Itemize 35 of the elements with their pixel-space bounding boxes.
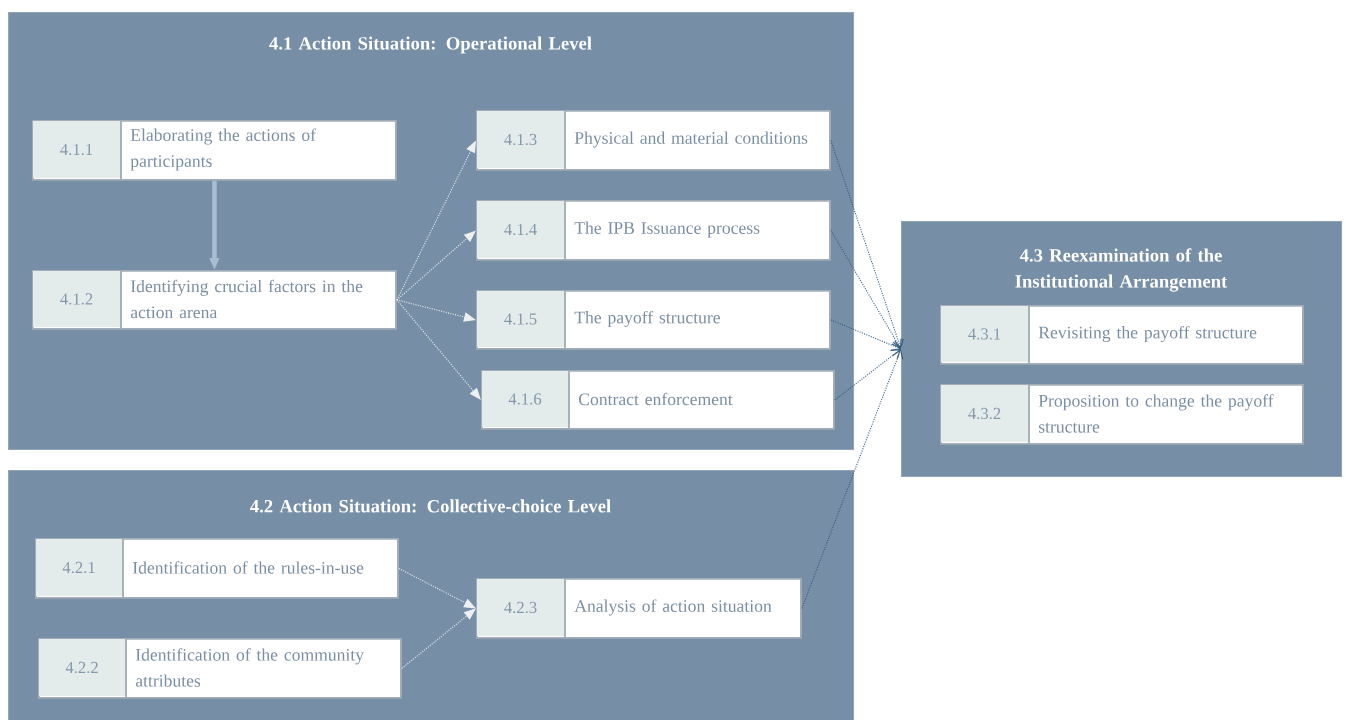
item-label: Identification of the community attributes [135, 648, 364, 687]
item-number: 4.3.1 [968, 328, 1001, 340]
item-number: 4.1.3 [504, 133, 537, 146]
panel-title: 4.3 Reexamination of the Institutional Arrangement [1015, 248, 1228, 292]
item-number: 4.2.3 [504, 601, 537, 614]
arrow [830, 229, 902, 350]
panel-title: 4.2 Action Situation: Collective-choice Level [250, 499, 611, 513]
item-number: 4.2.1 [62, 561, 95, 574]
item-label: Revisiting the payoff structure [1038, 325, 1257, 343]
item-number: 4.2.2 [65, 661, 98, 674]
item-number: 4.1.4 [504, 223, 537, 236]
panel-title: 4.1 Action Situation: Operational Level [269, 36, 592, 54]
item-label: Contract enforcement [579, 392, 733, 406]
item-label: Identifying crucial factors in the action arena [130, 279, 363, 319]
item-label: Proposition to change the payoff structure [1038, 394, 1274, 433]
item-label: Identification of the rules-in-use [132, 561, 364, 574]
item-label: The IPB Issuance process [574, 221, 760, 238]
arrow [801, 349, 904, 609]
arrow [396, 230, 476, 301]
arrow [401, 608, 476, 669]
item-number: 4.1.6 [508, 393, 542, 405]
arrow [834, 349, 901, 401]
arrow [830, 139, 904, 350]
item-number: 4.1.1 [60, 143, 93, 156]
arrow [830, 319, 901, 352]
arrow [398, 567, 476, 609]
item-label: The payoff structure [574, 310, 720, 328]
arrow [396, 299, 476, 322]
item-label: Physical and material conditions [574, 131, 808, 148]
item-label: Elaborating the actions of participants [130, 128, 316, 171]
arrow [396, 299, 481, 400]
item-label: Analysis of action situation [574, 599, 772, 616]
item-number: 4.1.2 [60, 293, 93, 305]
item-number: 4.3.2 [968, 407, 1001, 420]
item-number: 4.1.5 [504, 313, 537, 325]
